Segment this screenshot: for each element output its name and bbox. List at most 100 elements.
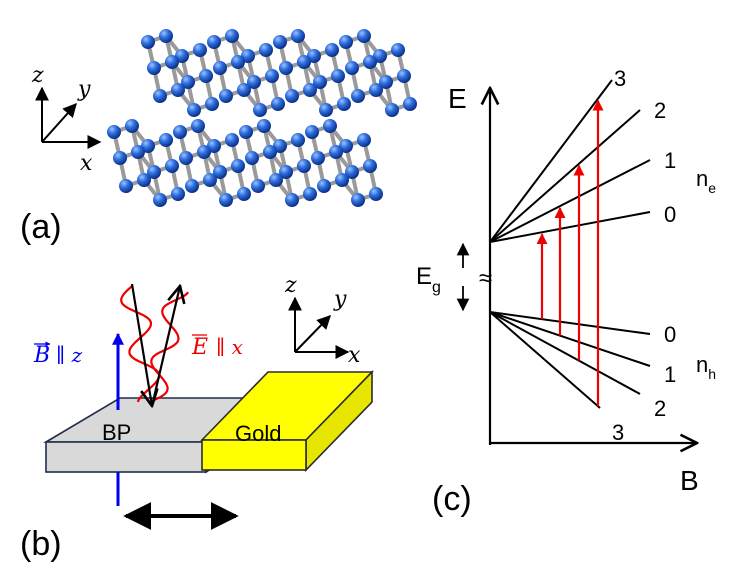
lattice-atom	[263, 145, 277, 159]
reflected-light-wave	[150, 291, 190, 402]
lattice-atom	[165, 159, 179, 173]
lattice-atom	[237, 187, 251, 201]
hole-level-3	[489, 311, 601, 409]
lattice-atom	[253, 103, 267, 117]
lattice-atom	[303, 83, 317, 97]
electron-level-1	[489, 159, 651, 243]
lattice-atom	[357, 29, 371, 43]
lattice-atom	[369, 83, 383, 97]
panel-c-label: (c)	[432, 480, 472, 518]
lattice-atom	[159, 29, 173, 43]
lattice-atom	[179, 151, 193, 165]
lattice-atom	[259, 43, 273, 57]
electron-level-index: 3	[614, 66, 626, 91]
lattice-atom	[245, 151, 259, 165]
lattice-atom	[265, 69, 279, 83]
hole-level-label: nh	[696, 352, 716, 382]
lattice-atom	[199, 69, 213, 83]
hole-level-index: 3	[612, 420, 624, 445]
lattice-atom	[231, 55, 245, 69]
lattice-atom	[153, 193, 167, 207]
lattice-atom	[213, 165, 227, 179]
lattice-atom	[403, 97, 417, 111]
lattice-atom	[119, 179, 133, 193]
lattice-atom	[319, 103, 333, 117]
lattice-atom	[357, 133, 371, 147]
lattice-atom	[191, 119, 205, 133]
optical-transitions	[536, 99, 604, 407]
lattice-atom	[219, 89, 233, 103]
z-axis-label: z	[31, 63, 44, 88]
lattice-atom	[203, 173, 217, 187]
lattice-atom	[363, 159, 377, 173]
lattice-atom	[311, 151, 325, 165]
lattice-atom	[239, 125, 253, 139]
electron-level-index: 1	[664, 148, 676, 173]
lattice-atom	[225, 133, 239, 147]
hole-level-2	[489, 311, 641, 395]
bp-label: BP	[102, 420, 131, 445]
gap-label: Eg	[416, 263, 441, 296]
lattice-atom	[125, 119, 139, 133]
lattice-atom	[305, 125, 319, 139]
lattice-atom	[323, 119, 337, 133]
electron-level-index: 2	[654, 98, 666, 123]
lattice-atom	[385, 103, 399, 117]
lattice-atom	[291, 133, 305, 147]
hole-level-index: 2	[654, 396, 666, 421]
lattice-atom	[291, 29, 305, 43]
lattice-atom	[171, 83, 185, 97]
lattice-atom	[137, 173, 151, 187]
electron-level-index: 0	[664, 202, 676, 227]
lattice-atom	[297, 55, 311, 69]
reflected-beam-arrow	[150, 286, 180, 407]
lattice-atom	[297, 159, 311, 173]
x-axis-label: x	[80, 151, 93, 176]
y-axis-arrow	[41, 102, 77, 143]
lattice-atom	[171, 187, 185, 201]
lattice-atom	[345, 165, 359, 179]
gold-pad: Gold	[200, 370, 374, 472]
y-axis-label: y	[333, 287, 347, 312]
panel-b: BP Gold B ∥ z E ∥ x z y x	[20, 273, 374, 563]
lattice-atom	[231, 159, 245, 173]
electron-level-0	[489, 211, 651, 243]
lattice-atom	[141, 35, 155, 49]
energy-axis-label: E	[448, 83, 467, 114]
electron-level-label: ne	[696, 166, 716, 196]
lattice-atom	[131, 145, 145, 159]
lattice-atom	[339, 35, 353, 49]
y-axis-label: y	[77, 77, 91, 102]
hole-level-1	[489, 311, 651, 367]
electron-level-2	[489, 109, 641, 243]
panel-a: z y x (a)	[20, 29, 417, 246]
lattice-atom	[397, 69, 411, 83]
lattice-atom	[147, 61, 161, 75]
lattice-atom	[337, 97, 351, 111]
lattice-atom	[181, 75, 195, 89]
lattice-atom	[271, 97, 285, 111]
lattice-atom	[197, 145, 211, 159]
lattice-atom	[207, 35, 221, 49]
lattice-atom	[325, 43, 339, 57]
x-axis-label: x	[348, 343, 361, 368]
gold-label: Gold	[235, 421, 281, 446]
lattice-atom	[187, 103, 201, 117]
lattice-atom	[331, 69, 345, 83]
lattice-atom	[107, 125, 121, 139]
hole-level-index: 0	[664, 322, 676, 347]
lattice-atom	[113, 151, 127, 165]
e-field-relation: ∥ x	[216, 335, 243, 359]
field-axis-label: B	[680, 465, 699, 496]
lattice-atom	[391, 43, 405, 57]
lattice-atom	[147, 165, 161, 179]
lattice-atom	[369, 187, 383, 201]
lattice-atom	[257, 119, 271, 133]
b-field-relation: ∥ z	[56, 343, 83, 367]
lattice-atom	[273, 35, 287, 49]
lattice-atom	[279, 61, 293, 75]
lattice-atom	[205, 97, 219, 111]
lattice-atom	[251, 179, 265, 193]
